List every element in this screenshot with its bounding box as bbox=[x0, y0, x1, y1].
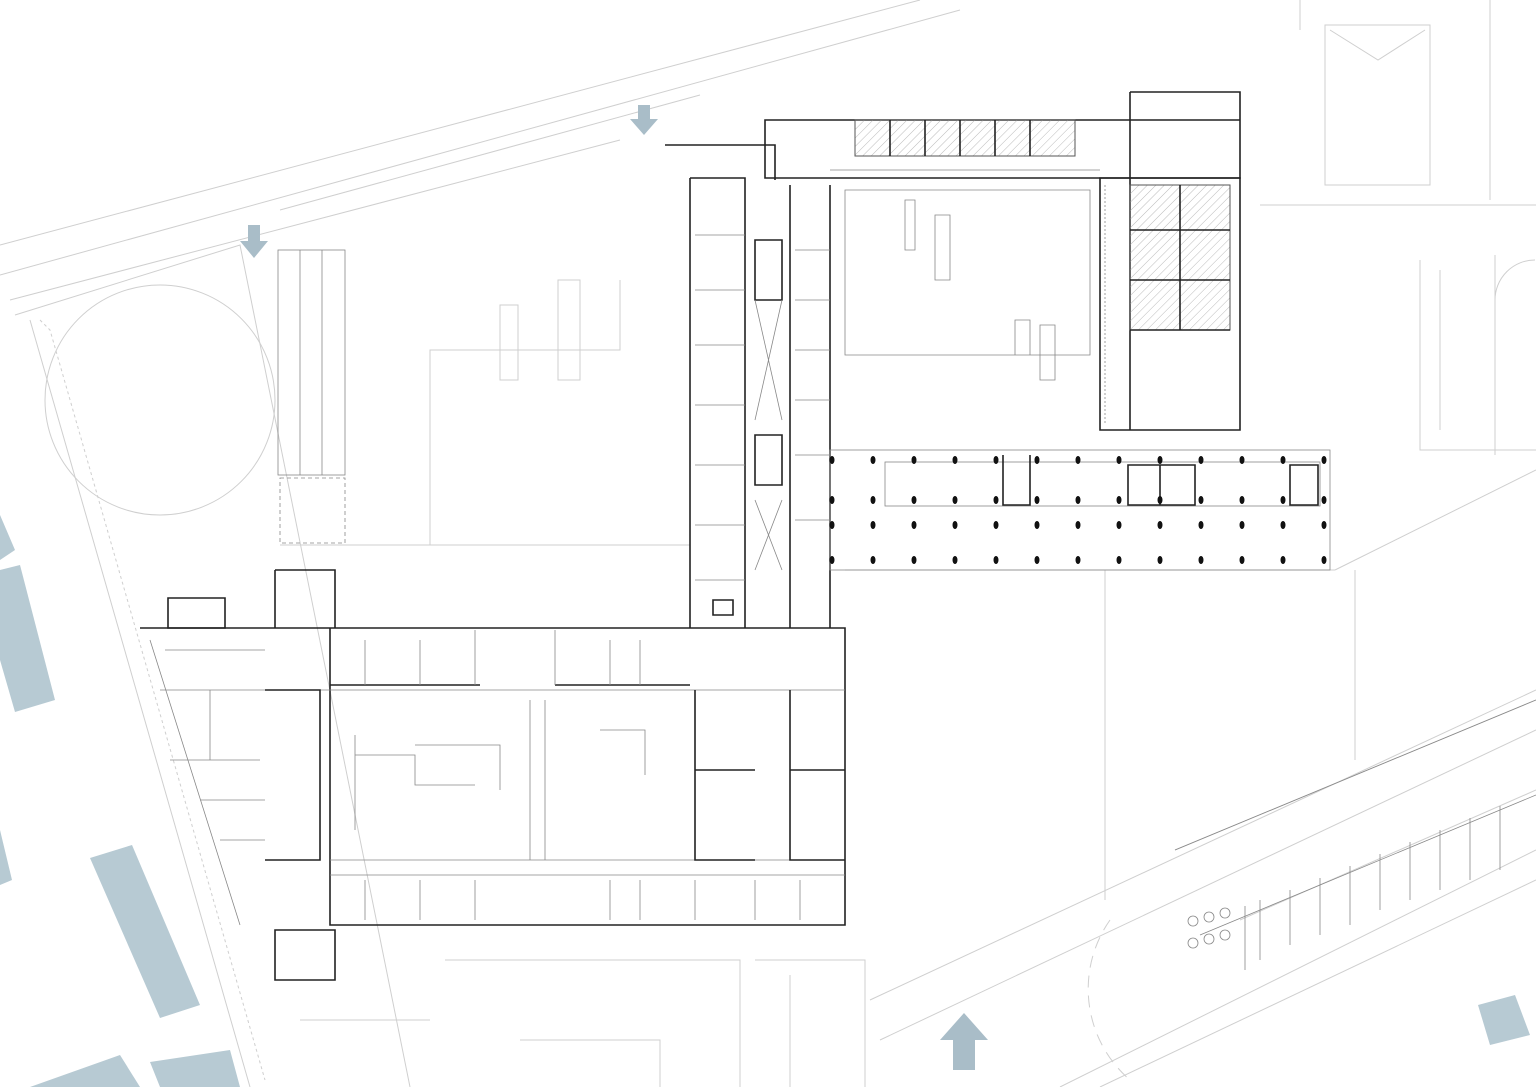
neighbor-building bbox=[30, 1055, 140, 1087]
column bbox=[1157, 556, 1163, 564]
column bbox=[1075, 556, 1081, 564]
column bbox=[829, 496, 835, 504]
wheelchair-icon bbox=[1219, 929, 1231, 941]
circular-lawn bbox=[44, 284, 276, 516]
column bbox=[1116, 521, 1122, 529]
wheelchair-icon bbox=[1203, 933, 1215, 945]
column bbox=[1075, 521, 1081, 529]
column bbox=[952, 496, 958, 504]
column bbox=[993, 556, 999, 564]
column bbox=[829, 456, 835, 464]
neighbor-building bbox=[0, 515, 15, 560]
column bbox=[1198, 456, 1204, 464]
column bbox=[1157, 496, 1163, 504]
column bbox=[1157, 456, 1163, 464]
column bbox=[1198, 521, 1204, 529]
column bbox=[1116, 456, 1122, 464]
wheelchair-icon bbox=[1187, 937, 1199, 949]
column bbox=[829, 556, 835, 564]
column bbox=[993, 496, 999, 504]
column bbox=[1034, 556, 1040, 564]
column bbox=[1321, 556, 1327, 564]
neighbor-building bbox=[0, 830, 12, 885]
neighbor-building bbox=[1478, 995, 1530, 1045]
column bbox=[1034, 496, 1040, 504]
column bbox=[1321, 456, 1327, 464]
column bbox=[911, 521, 917, 529]
column bbox=[1280, 456, 1286, 464]
wheelchair-icon bbox=[1187, 915, 1199, 927]
column bbox=[993, 521, 999, 529]
neighbor-building bbox=[0, 565, 55, 712]
column bbox=[952, 521, 958, 529]
neighbor-buildings bbox=[0, 515, 1530, 1087]
column bbox=[1034, 521, 1040, 529]
column bbox=[870, 456, 876, 464]
column bbox=[1116, 556, 1122, 564]
column bbox=[1075, 496, 1081, 504]
column bbox=[993, 456, 999, 464]
entrance-arrow-down-icon bbox=[240, 225, 268, 258]
colonnade-hall bbox=[829, 449, 1331, 571]
column bbox=[911, 556, 917, 564]
north-wing bbox=[764, 91, 1241, 381]
south-wing bbox=[140, 569, 846, 981]
column bbox=[1116, 496, 1122, 504]
column bbox=[1280, 496, 1286, 504]
column bbox=[1075, 456, 1081, 464]
neighbor-building bbox=[150, 1050, 240, 1087]
column bbox=[1034, 456, 1040, 464]
column bbox=[1239, 556, 1245, 564]
building-plan bbox=[140, 91, 1331, 981]
column bbox=[1321, 496, 1327, 504]
east-block bbox=[1099, 177, 1241, 431]
parking-bays bbox=[1174, 699, 1536, 970]
neighbor-building bbox=[90, 845, 200, 1018]
entrance-arrow-down-icon bbox=[630, 105, 658, 135]
column bbox=[952, 556, 958, 564]
column bbox=[1239, 496, 1245, 504]
column bbox=[1157, 521, 1163, 529]
entrance-arrow-up-icon bbox=[940, 1013, 988, 1070]
wheelchair-icon bbox=[1203, 911, 1215, 923]
column bbox=[1321, 521, 1327, 529]
column bbox=[1280, 521, 1286, 529]
wheelchair-icon bbox=[1219, 907, 1231, 919]
west-wing bbox=[665, 144, 831, 628]
column bbox=[870, 496, 876, 504]
column bbox=[1198, 556, 1204, 564]
entrance-arrows bbox=[240, 105, 988, 1070]
bicycle-racks bbox=[277, 249, 346, 544]
column bbox=[952, 456, 958, 464]
column bbox=[1239, 521, 1245, 529]
column bbox=[911, 496, 917, 504]
columns bbox=[829, 456, 1327, 564]
accessible-parking bbox=[1187, 907, 1231, 949]
column bbox=[1280, 556, 1286, 564]
column bbox=[1198, 496, 1204, 504]
column bbox=[911, 456, 917, 464]
column bbox=[870, 556, 876, 564]
column bbox=[829, 521, 835, 529]
column bbox=[870, 521, 876, 529]
column bbox=[1239, 456, 1245, 464]
